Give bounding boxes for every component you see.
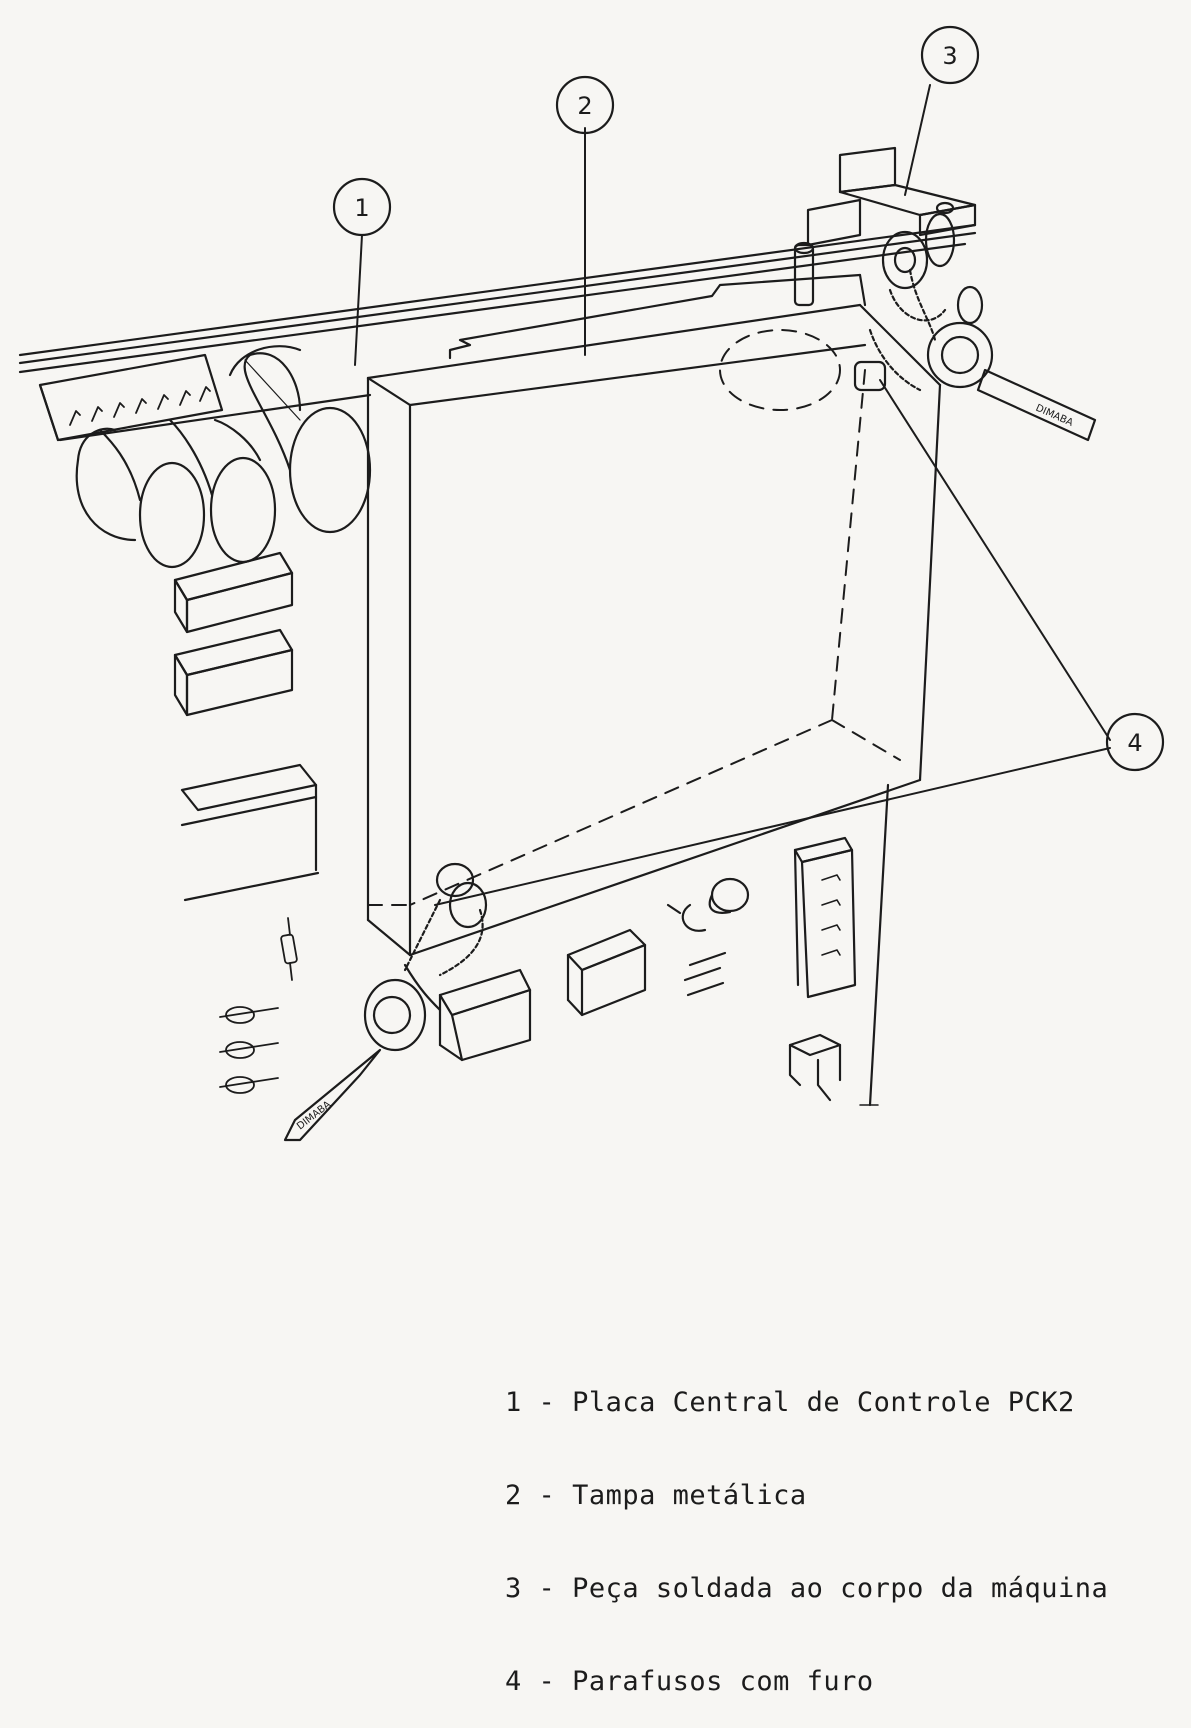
legend-item-2: 2 - Tampa metálica [505,1480,1108,1511]
legend-item-4-separator: - [538,1666,556,1697]
legend-item-3: 3 - Peça soldada ao corpo da máquina [505,1573,1108,1604]
legend-item-1-separator: - [538,1387,556,1418]
lead-seal-tag-bottom [283,963,442,1142]
legend-item-1-number: 1 [505,1387,522,1418]
legend-item-4-number: 4 [505,1666,522,1697]
lead-seal-tag-top [926,285,1097,442]
legend-item-1: 1 - Placa Central de Controle PCK2 [505,1387,1108,1418]
callout-1: 1 [332,177,392,237]
capacitors [75,345,372,569]
legend-item-2-text: Tampa metálica [572,1480,807,1511]
exploded-assembly-drawing: 1 2 3 4 DIMABA DIMABA [18,25,1165,1142]
metal-cover [366,273,942,957]
legend-item-1-text: Placa Central de Controle PCK2 [572,1387,1075,1418]
callout-4: 4 [1105,712,1165,772]
legend-item-2-number: 2 [505,1480,522,1511]
legend-item-3-number: 3 [505,1573,522,1604]
welded-bracket [793,146,977,307]
sealed-screw-bottom [283,862,532,1142]
legend-item-4: 4 - Parafusos com furo [505,1666,1108,1697]
callout-4-number: 4 [1127,729,1142,757]
technical-drawing-page: 1 2 3 4 DIMABA DIMABA 1 - Placa Central … [18,25,1165,1697]
legend-item-4-text: Parafusos com furo [572,1666,874,1697]
callout-2: 2 [555,75,615,135]
legend-item-3-separator: - [538,1573,556,1604]
callout-2-number: 2 [577,92,592,120]
callout-1-number: 1 [354,194,369,222]
control-board [18,223,977,1107]
legend-item-2-separator: - [538,1480,556,1511]
sealed-screw-top [853,268,1097,442]
callout-3: 3 [920,25,980,85]
lower-components [219,836,857,1102]
parts-legend: 1 - Placa Central de Controle PCK2 2 - T… [505,1325,1108,1728]
leader-lines [354,84,1111,906]
terminal-strip [38,353,224,442]
relay-blocks [173,551,318,872]
legend-item-3-text: Peça soldada ao corpo da máquina [572,1573,1109,1604]
callout-3-number: 3 [942,42,957,70]
